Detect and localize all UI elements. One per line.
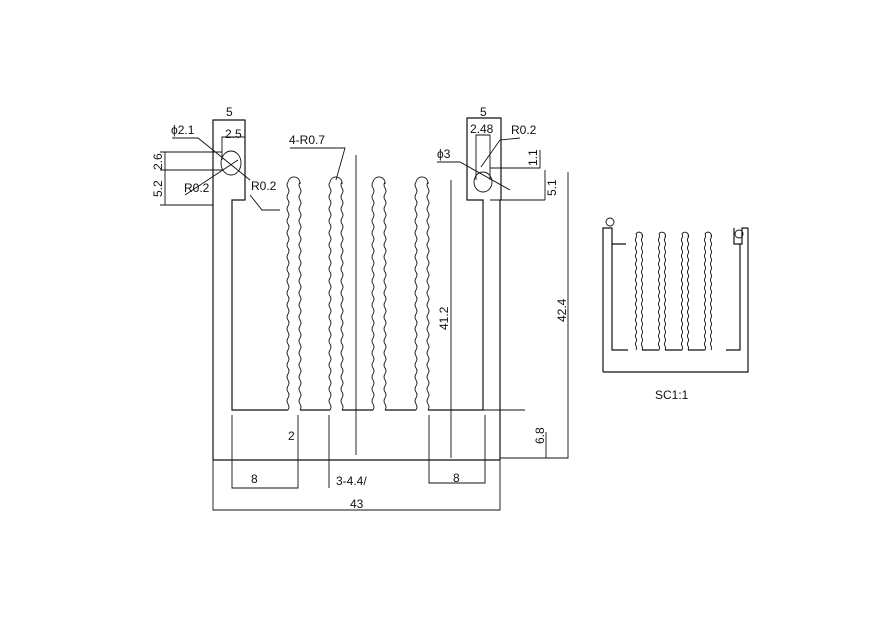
dim-base-thickness: 6.8 bbox=[533, 427, 547, 444]
dim-right-tab-width: 5 bbox=[480, 105, 487, 119]
fin bbox=[680, 231, 690, 351]
fin bbox=[371, 176, 387, 411]
dim-left-r1: R0.2 bbox=[184, 181, 210, 195]
scale-label: SC1:1 bbox=[655, 388, 689, 402]
dim-left-tab-width: 5 bbox=[226, 105, 233, 119]
dim-left-hole-dia: ϕ2.1 bbox=[171, 123, 195, 137]
dim-fin-height: 41.2 bbox=[437, 306, 451, 330]
dim-right-h1: 1.1 bbox=[526, 149, 540, 166]
dim-right-foot: 8 bbox=[453, 471, 460, 485]
fin bbox=[703, 231, 713, 351]
dim-left-slot: 2.5 bbox=[225, 127, 242, 141]
fin bbox=[634, 231, 644, 351]
dim-total-width: 43 bbox=[350, 497, 364, 511]
dim-right-hole-dia: ϕ3 bbox=[437, 147, 451, 161]
fin bbox=[657, 231, 667, 351]
dim-fin-gap: 3-4.4/ bbox=[336, 474, 367, 488]
dim-left-h1: 2.6 bbox=[151, 153, 165, 170]
scale-view bbox=[602, 217, 749, 373]
dim-left-r2: R0.2 bbox=[251, 179, 277, 193]
dim-wall: 2 bbox=[288, 429, 295, 443]
dim-right-r: R0.2 bbox=[511, 123, 537, 137]
fin bbox=[414, 176, 430, 411]
dimension-lines bbox=[160, 137, 569, 511]
dim-left-foot: 8 bbox=[251, 472, 258, 486]
fin bbox=[286, 176, 302, 411]
dim-total-height: 42.4 bbox=[555, 298, 569, 322]
dim-left-h2: 5.2 bbox=[151, 180, 165, 197]
fin bbox=[328, 176, 344, 411]
dim-right-slot: 2.48 bbox=[470, 122, 494, 136]
dim-fin-radius: 4-R0.7 bbox=[289, 133, 325, 147]
main-profile bbox=[212, 117, 502, 461]
dim-right-h2: 5.1 bbox=[545, 179, 559, 196]
